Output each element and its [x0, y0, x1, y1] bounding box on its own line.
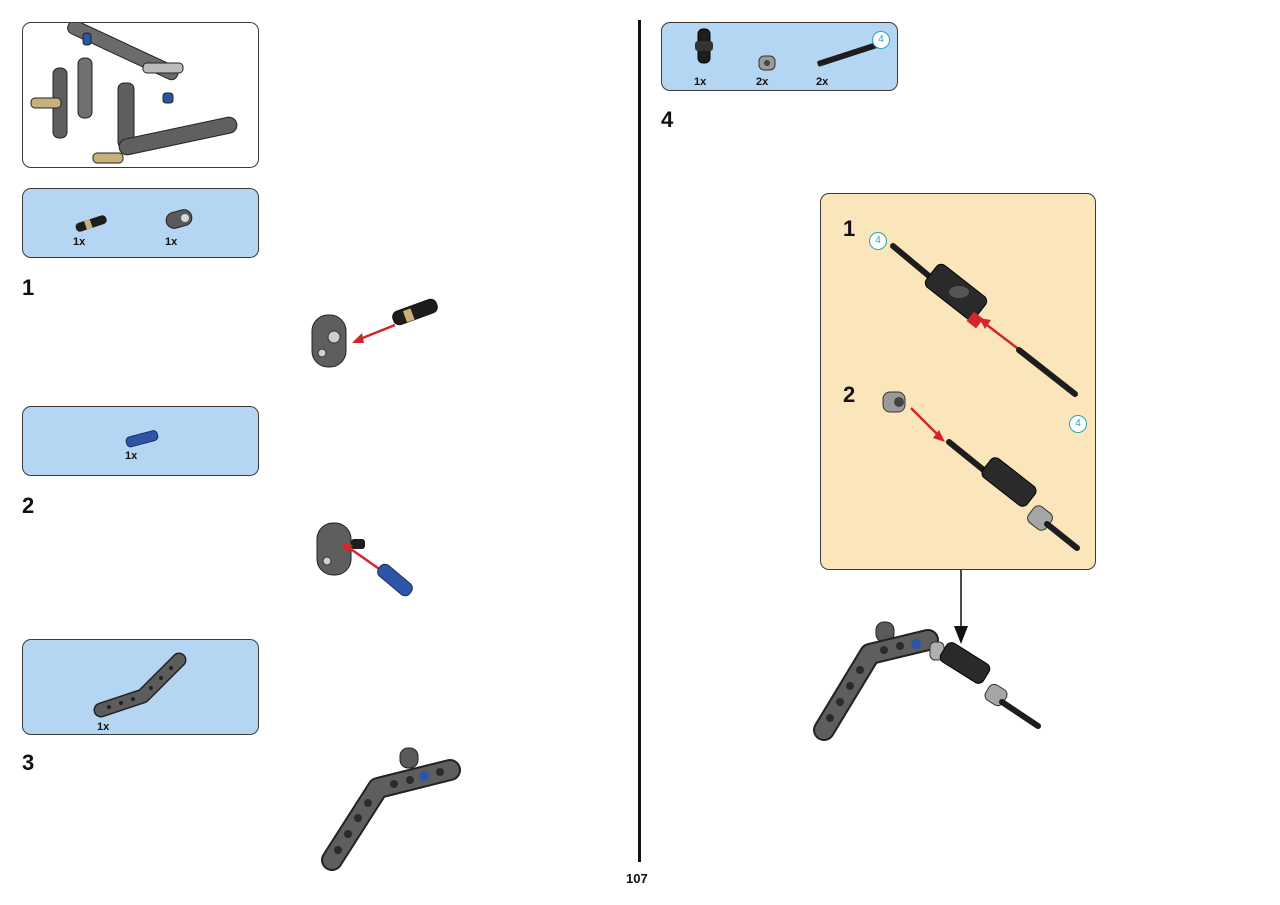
axle-length-badge: 4 — [872, 31, 890, 49]
step-2-parts-box: 1x — [22, 406, 259, 476]
step-1-illustration — [311, 298, 438, 368]
attach-arrow — [954, 570, 968, 644]
dark-gray-pin-connector-icon — [165, 209, 193, 229]
step-number: 2 — [22, 493, 35, 518]
substep-1-illustration — [890, 243, 1078, 397]
step-1-parts-box: 1x 1x — [22, 188, 259, 258]
step-3-parts-box: 1x — [22, 639, 259, 735]
substep-number: 2 — [843, 382, 856, 407]
black-friction-pin-icon — [75, 215, 107, 232]
step-4-illustration — [813, 621, 1041, 741]
assembly-preview — [22, 22, 259, 168]
part-qty: 1x — [165, 236, 178, 248]
step-number: 4 — [661, 107, 674, 132]
subassembly-box: 1 4 2 4 — [820, 193, 1096, 570]
page-number: 107 — [626, 871, 648, 886]
step-number: 3 — [22, 750, 35, 775]
blue-axle-pin-icon — [125, 430, 159, 448]
step-4-parts-box: 4 1x 2x 2x — [661, 22, 898, 91]
light-gray-bush-icon — [758, 55, 776, 71]
axle-length-badge: 4 — [1069, 415, 1087, 433]
part-qty: 2x — [756, 76, 769, 88]
step-2-illustration — [316, 522, 413, 597]
black-axle-connector-icon — [695, 28, 713, 64]
part-qty: 1x — [97, 721, 110, 733]
step-number: 1 — [22, 275, 35, 300]
part-qty: 1x — [73, 236, 86, 248]
assembly-preview-illustration — [30, 23, 238, 164]
black-axle-4-icon — [817, 41, 881, 67]
part-qty: 1x — [125, 450, 138, 462]
dark-gray-bent-beam-icon — [93, 652, 187, 718]
page-divider — [638, 20, 641, 862]
substep-number: 1 — [843, 216, 856, 241]
substep-2-illustration — [882, 391, 1080, 551]
part-qty: 1x — [694, 76, 707, 88]
step-3-illustration — [321, 747, 461, 871]
part-qty: 2x — [816, 76, 829, 88]
axle-length-badge: 4 — [869, 232, 887, 250]
